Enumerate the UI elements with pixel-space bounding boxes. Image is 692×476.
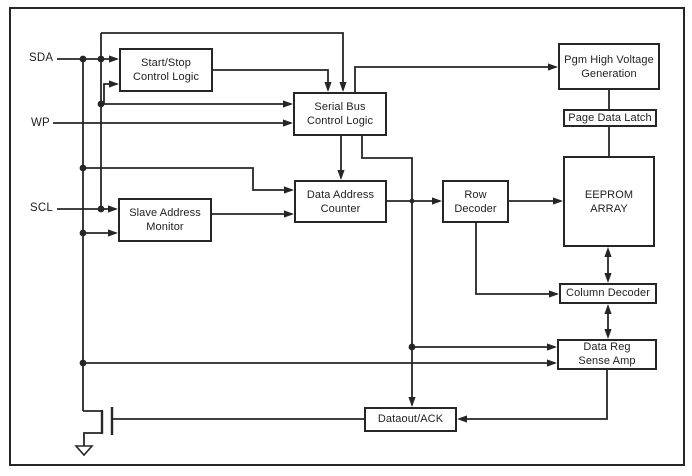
arrowhead bbox=[457, 415, 467, 423]
block-pgm-high-voltage-generation: Pgm High Voltage Generation bbox=[558, 43, 660, 90]
block-label: Monitor bbox=[146, 221, 184, 233]
arrowhead bbox=[108, 205, 118, 213]
junction-dot bbox=[79, 359, 87, 367]
arrowhead bbox=[284, 210, 294, 218]
block-label: Row bbox=[464, 188, 487, 201]
arrowhead bbox=[604, 247, 612, 257]
block-label: Column Decoder bbox=[566, 287, 650, 299]
block-data-reg-sense-amp: Data Reg Sense Amp bbox=[557, 339, 657, 370]
block-serial-bus-control-logic: Serial Bus Control Logic bbox=[293, 92, 387, 136]
block-label: Generation bbox=[581, 67, 637, 80]
arrowhead bbox=[548, 63, 558, 71]
block-label: Data Reg bbox=[583, 341, 631, 353]
junction-dot bbox=[97, 55, 105, 63]
block-page-data-latch: Page Data Latch bbox=[563, 109, 657, 127]
block-label: Counter bbox=[320, 202, 361, 215]
arrowhead bbox=[339, 82, 347, 92]
junction-dot bbox=[79, 55, 87, 63]
block-label: Sense Amp bbox=[578, 354, 636, 367]
arrowhead bbox=[337, 170, 345, 180]
arrowhead bbox=[109, 55, 119, 63]
block-label: Data Address bbox=[306, 188, 375, 201]
arrowhead bbox=[283, 119, 293, 127]
block-label: Page Data Latch bbox=[568, 112, 652, 124]
wire-serial-bus-to-dataout bbox=[361, 136, 413, 405]
block-slave-address-monitor: Slave Address Monitor bbox=[118, 198, 212, 242]
arrowhead bbox=[549, 290, 559, 298]
junction-dot bbox=[79, 229, 87, 237]
arrowhead bbox=[408, 397, 416, 407]
arrowhead bbox=[604, 329, 612, 339]
ground-icon bbox=[74, 445, 94, 457]
wire-serial-bus-to-pgm-hv bbox=[354, 66, 556, 92]
nmos-source-lead bbox=[83, 432, 102, 446]
arrowhead bbox=[432, 197, 442, 205]
arrowhead bbox=[604, 273, 612, 283]
junction-dot bbox=[97, 100, 105, 108]
block-label: Dataout/ACK bbox=[377, 413, 444, 425]
pin-label-wp: WP bbox=[31, 117, 50, 129]
arrowhead bbox=[284, 186, 294, 194]
block-label: EEPROM bbox=[584, 188, 634, 201]
wire-start-stop-to-serial-bus bbox=[213, 69, 329, 90]
block-label: Serial Bus bbox=[314, 101, 366, 113]
block-eeprom-array: EEPROM ARRAY bbox=[563, 156, 655, 247]
junction-dot bbox=[79, 164, 87, 172]
block-label: Start/Stop bbox=[141, 57, 191, 69]
arrowhead bbox=[108, 229, 118, 237]
junction-dot bbox=[408, 343, 416, 351]
pin-label-sda: SDA bbox=[29, 52, 54, 64]
block-start-stop-control-logic: Start/Stop Control Logic bbox=[119, 48, 213, 92]
arrowhead bbox=[553, 197, 563, 205]
block-label: Slave Address bbox=[129, 207, 201, 219]
junction-dot bbox=[97, 205, 105, 213]
wire-top-feedback-to-serial-bus bbox=[101, 32, 344, 90]
block-label: Control Logic bbox=[306, 115, 374, 127]
block-label: Pgm High Voltage bbox=[564, 53, 654, 66]
arrowhead bbox=[547, 343, 557, 351]
wire-data-reg-to-dataout bbox=[460, 370, 608, 420]
block-column-decoder: Column Decoder bbox=[559, 283, 657, 304]
arrowhead bbox=[547, 359, 557, 367]
diagram-outer-border bbox=[9, 7, 685, 466]
block-label: Control Logic bbox=[132, 71, 200, 83]
arrowhead bbox=[109, 80, 119, 88]
block-label: ARRAY bbox=[590, 202, 628, 215]
wire-row-decoder-to-column-decoder bbox=[475, 223, 557, 295]
pin-label-scl: SCL bbox=[30, 202, 53, 214]
arrowhead bbox=[283, 100, 293, 108]
wire-rail-to-counter-in1 bbox=[83, 167, 292, 191]
block-data-address-counter: Data Address Counter bbox=[294, 180, 387, 223]
arrowhead bbox=[604, 304, 612, 314]
block-row-decoder: Row Decoder bbox=[442, 180, 509, 223]
arrowhead bbox=[324, 82, 332, 92]
block-label: Decoder bbox=[454, 202, 497, 215]
block-dataout-ack: Dataout/ACK bbox=[364, 407, 457, 432]
junction-dot-small bbox=[409, 198, 415, 204]
